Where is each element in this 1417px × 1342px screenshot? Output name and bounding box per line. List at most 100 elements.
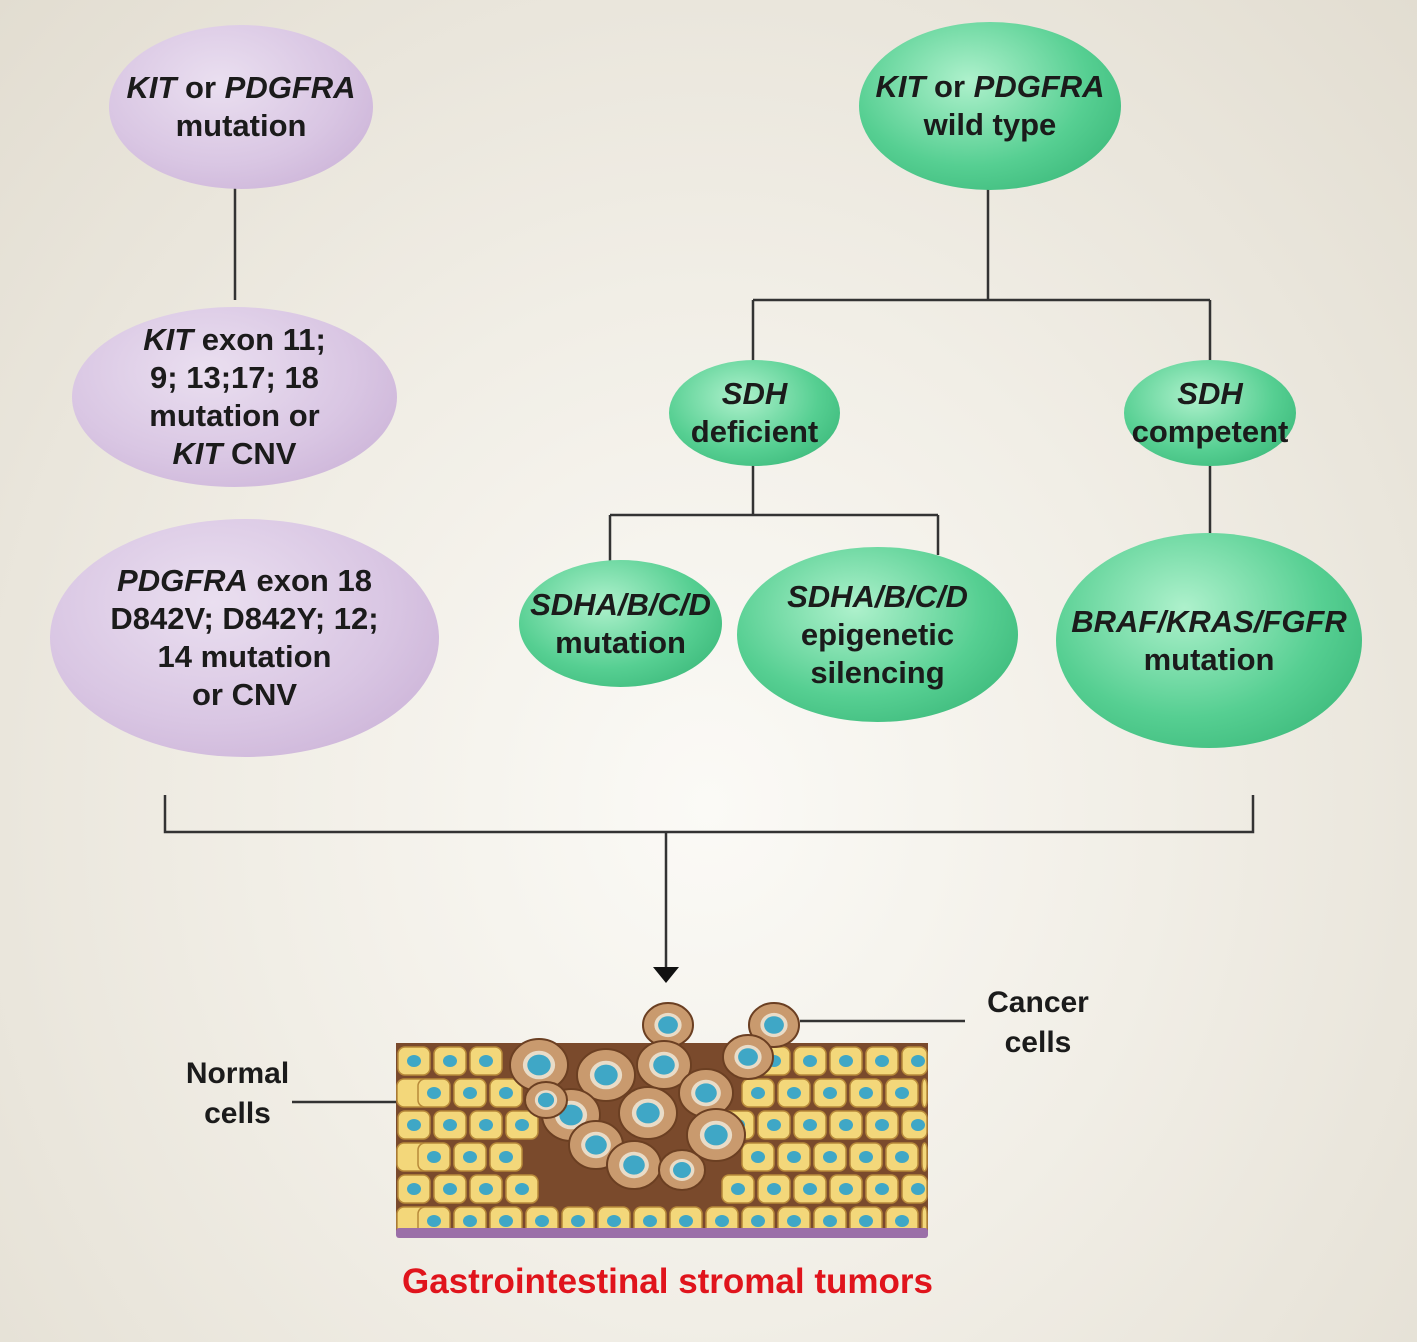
nucleus: [911, 1055, 925, 1067]
normal-cell: [757, 1110, 791, 1140]
node-text: exon 11;: [193, 322, 326, 357]
cancer-cell: [618, 1086, 678, 1140]
normal-cell: [741, 1142, 775, 1172]
nucleus: [895, 1215, 909, 1227]
nucleus: [463, 1087, 477, 1099]
nucleus: [607, 1215, 621, 1227]
nucleus: [673, 1162, 691, 1178]
nucleus: [803, 1119, 817, 1131]
normal-cell: [829, 1174, 863, 1204]
normal-cell: [829, 1110, 863, 1140]
nucleus: [875, 1183, 889, 1195]
nucleus: [823, 1215, 837, 1227]
nucleus: [427, 1215, 441, 1227]
nucleus: [407, 1055, 421, 1067]
cancer-cell: [606, 1140, 662, 1190]
node-text: CNV: [222, 436, 297, 471]
normal-cell: [921, 1078, 928, 1108]
normal-cell: [453, 1142, 487, 1172]
node-text: wild type: [923, 107, 1057, 142]
node-text: PDGFRA: [973, 69, 1105, 104]
node-text: BRAF/KRAS/FGFR: [1071, 603, 1347, 639]
node-text: KIT: [172, 436, 223, 471]
node-sdha-mutation: SDHA/B/C/D mutation: [519, 560, 722, 687]
nucleus: [623, 1155, 645, 1175]
nucleus: [731, 1183, 745, 1195]
nucleus: [787, 1215, 801, 1227]
node-pdgfra-exon: PDGFRA exon 18 D842V; D842Y; 12; 14 muta…: [50, 519, 439, 757]
nucleus: [636, 1102, 660, 1124]
nucleus: [443, 1055, 457, 1067]
normal-cell: [489, 1078, 523, 1108]
nucleus: [695, 1083, 717, 1103]
label-normal-cells: Normal cells: [170, 1054, 305, 1134]
nucleus: [787, 1087, 801, 1099]
node-text: SDH: [721, 376, 788, 411]
node-text: exon 18: [247, 563, 372, 598]
normal-cell: [453, 1078, 487, 1108]
normal-cell: [901, 1174, 928, 1204]
normal-cell: [469, 1046, 503, 1076]
node-text: KIT: [126, 70, 177, 105]
cancer-cell: [748, 1002, 800, 1048]
nucleus: [658, 1016, 678, 1034]
label-line: Cancer: [987, 986, 1089, 1019]
label-line: Normal: [185, 1057, 290, 1090]
nucleus: [715, 1215, 729, 1227]
normal-cell: [417, 1078, 451, 1108]
normal-cell: [397, 1110, 431, 1140]
label-cancer-cells: Cancer cells: [968, 983, 1108, 1063]
nucleus: [585, 1135, 607, 1155]
nucleus: [515, 1183, 529, 1195]
nucleus: [803, 1183, 817, 1195]
nucleus: [875, 1119, 889, 1131]
node-text: KIT: [143, 322, 194, 357]
cancer-cell: [524, 1081, 568, 1119]
nucleus: [911, 1119, 925, 1131]
node-text: 9; 13;17; 18: [150, 360, 319, 395]
nucleus: [463, 1215, 477, 1227]
node-sdh-deficient: SDH deficient: [669, 360, 840, 466]
node-text: deficient: [690, 414, 819, 449]
node-text: KIT: [875, 69, 926, 104]
normal-cell: [921, 1142, 928, 1172]
node-text: epigenetic: [800, 616, 955, 652]
normal-cells-layer: [396, 1046, 928, 1236]
normal-cell: [885, 1078, 919, 1108]
nucleus: [911, 1183, 925, 1195]
nucleus: [427, 1087, 441, 1099]
basement-membrane: [396, 1228, 928, 1238]
nucleus: [751, 1087, 765, 1099]
node-text: PDGFRA: [117, 563, 248, 598]
normal-cell: [505, 1110, 539, 1140]
nucleus: [738, 1048, 758, 1066]
label-line: cells: [204, 1097, 271, 1130]
nucleus: [499, 1215, 513, 1227]
connector-bracket: [163, 795, 1255, 834]
nucleus: [443, 1183, 457, 1195]
normal-cell: [777, 1142, 811, 1172]
nucleus: [823, 1087, 837, 1099]
normal-cell: [813, 1142, 847, 1172]
nucleus: [751, 1215, 765, 1227]
nucleus: [479, 1183, 493, 1195]
node-text: D842V; D842Y; 12;: [110, 601, 379, 636]
normal-cell: [397, 1174, 431, 1204]
normal-cell: [849, 1078, 883, 1108]
nucleus: [704, 1124, 728, 1146]
node-text: 14 mutation: [157, 639, 332, 674]
cancer-cell: [678, 1068, 734, 1118]
normal-cell: [865, 1046, 899, 1076]
normal-cell: [793, 1110, 827, 1140]
cancer-cell: [636, 1040, 692, 1090]
cancer-cell: [686, 1108, 746, 1162]
node-sdha-epigenetic-silencing: SDHA/B/C/D epigenetic silencing: [737, 547, 1018, 722]
nucleus: [499, 1151, 513, 1163]
normal-cell: [865, 1110, 899, 1140]
nucleus: [499, 1087, 513, 1099]
figure-title: Gastrointestinal stromal tumors: [402, 1262, 933, 1301]
nucleus: [653, 1055, 675, 1075]
nucleus: [764, 1016, 784, 1034]
cancer-cell: [642, 1002, 694, 1048]
node-text: or CNV: [191, 677, 298, 712]
